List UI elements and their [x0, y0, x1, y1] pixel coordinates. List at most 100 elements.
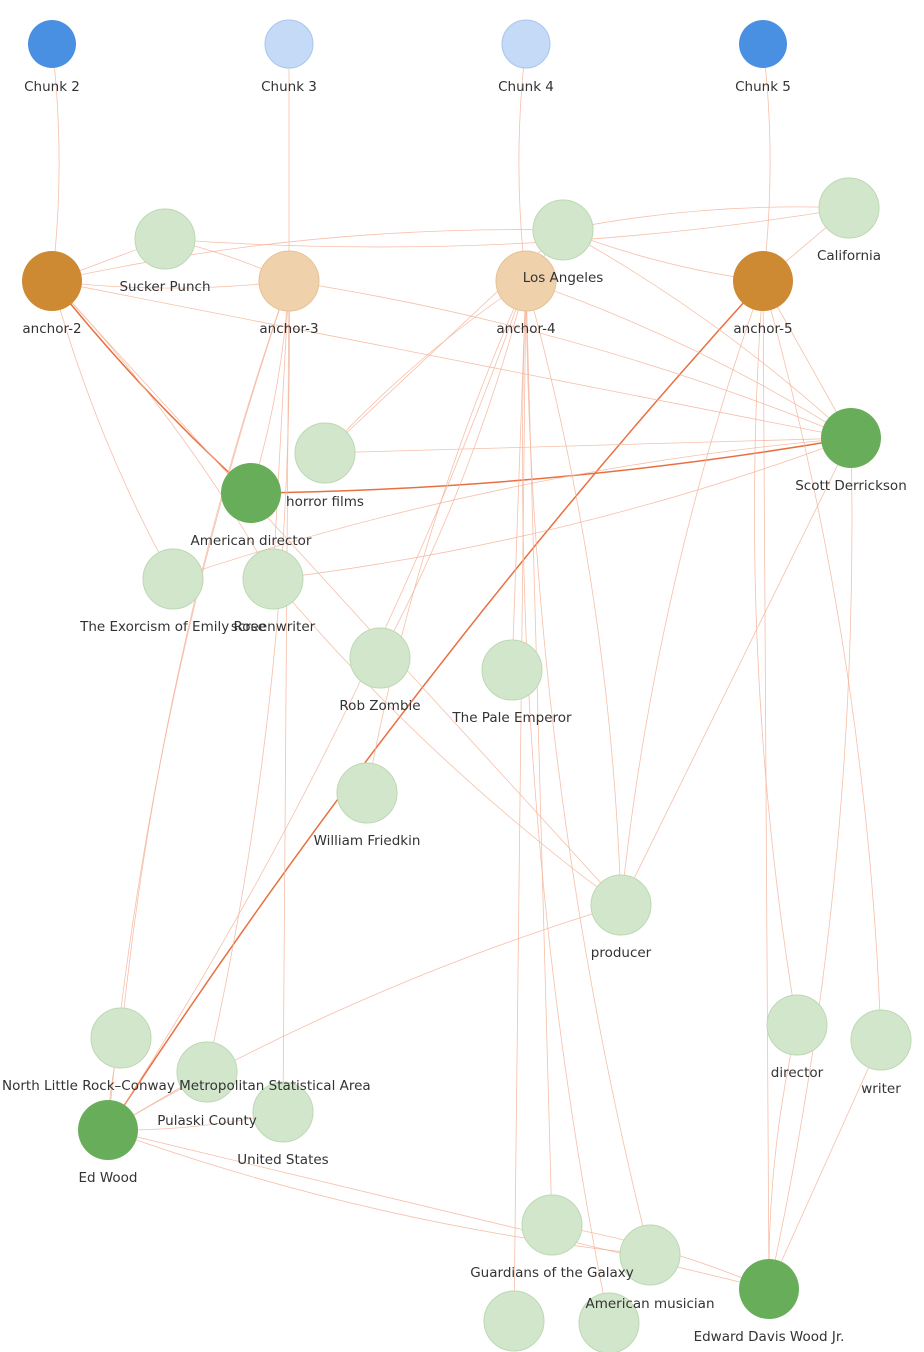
edge-los-angeles-california [562, 206, 850, 231]
edge-edward-davis-wood-writer [768, 1039, 882, 1290]
label-director: director [771, 1065, 824, 1081]
edge-anchor-5-edward-davis-wood [762, 280, 770, 1290]
edge-anchor-3-scott-derrickson [288, 280, 852, 439]
label-exorcism: The Exorcism of Emily Rose [79, 619, 266, 635]
edge-sucker-punch-california [164, 207, 850, 248]
node-pulaski-county[interactable] [176, 1041, 238, 1103]
label-american-director: American director [191, 533, 312, 549]
edge-scott-derrickson-edward-davis-wood [768, 437, 853, 1290]
node-pale-emperor[interactable] [481, 639, 543, 701]
label-anchor-2: anchor-2 [22, 321, 81, 337]
label-william-friedkin: William Friedkin [314, 833, 421, 849]
label-guardians: Guardians of the Galaxy [470, 1265, 634, 1281]
edge-anchor-3-united-states [282, 280, 290, 1113]
label-rob-zombie: Rob Zombie [339, 698, 420, 714]
edge-anchor-2-producer [51, 280, 622, 906]
label-california: California [817, 248, 881, 264]
node-guardians[interactable] [521, 1194, 583, 1256]
label-los-angeles: Los Angeles [523, 270, 604, 286]
node-united-states[interactable] [252, 1081, 314, 1143]
label-horror-films: horror films [286, 494, 364, 510]
edge-anchor-4-horror-films [324, 280, 527, 454]
node-william-friedkin[interactable] [336, 762, 398, 824]
edge-anchor-4-producer [525, 280, 622, 906]
node-scott-derrickson[interactable] [821, 408, 881, 468]
node-american-director[interactable] [221, 463, 281, 523]
edge-anchor-4-william-friedkin [366, 280, 527, 794]
node-anchor-4[interactable] [495, 250, 557, 312]
edge-anchor-2-los-angeles [51, 229, 564, 282]
label-pale-emperor: The Pale Emperor [451, 710, 572, 726]
label-anchor-4: anchor-4 [496, 321, 555, 337]
node-los-angeles[interactable] [532, 199, 594, 261]
label-chunk-4: Chunk 4 [498, 79, 554, 95]
label-nlr-msa: North Little Rock–Conway Metropolitan St… [2, 1078, 371, 1094]
edge-scott-derrickson-screenwriter [272, 437, 852, 580]
edge-scott-derrickson-los-angeles [562, 229, 852, 439]
label-sucker-punch: Sucker Punch [119, 279, 210, 295]
node-chunk-4[interactable] [501, 19, 551, 69]
node-screenwriter[interactable] [242, 548, 304, 610]
label-anchor-3: anchor-3 [259, 321, 318, 337]
node-nlr-msa[interactable] [90, 1007, 152, 1069]
node-american-musician[interactable] [619, 1224, 681, 1286]
edge-anchor-2-scott-derrickson [51, 280, 852, 439]
node-writer[interactable] [850, 1009, 912, 1071]
node-anchor-5[interactable] [733, 251, 793, 311]
edge-anchor-3-pulaski-county [206, 280, 290, 1073]
label-edward-davis-wood: Edward Davis Wood Jr. [694, 1329, 845, 1345]
label-chunk-3: Chunk 3 [261, 79, 317, 95]
label-ed-wood: Ed Wood [78, 1170, 137, 1186]
label-united-states: United States [237, 1152, 328, 1168]
label-pulaski-county: Pulaski County [157, 1113, 256, 1129]
label-scott-derrickson: Scott Derrickson [795, 478, 907, 494]
node-chunk-5[interactable] [739, 20, 787, 68]
label-american-musician: American musician [585, 1296, 714, 1312]
edge-anchor-5-director [754, 280, 798, 1026]
node-chunk-2[interactable] [28, 20, 76, 68]
edge-anchor-2-american-director [51, 280, 252, 494]
edge-anchor-4-scott-derrickson [525, 280, 852, 439]
edge-anchor-4-rob-zombie [379, 280, 527, 659]
node-anchor-2[interactable] [22, 251, 82, 311]
node-director[interactable] [766, 994, 828, 1056]
edge-american-director-scott-derrickson [250, 437, 852, 494]
node-horror-films[interactable] [294, 422, 356, 484]
node-edward-davis-wood[interactable] [739, 1259, 799, 1319]
edge-edward-davis-wood-director [768, 1024, 798, 1290]
label-screenwriter: screenwriter [231, 619, 316, 635]
edge-anchor-5-ed-wood [107, 280, 764, 1131]
node-unlabeled-2[interactable] [578, 1292, 640, 1352]
node-chunk-3[interactable] [264, 19, 314, 69]
node-rob-zombie[interactable] [349, 627, 411, 689]
label-writer: writer [861, 1081, 901, 1097]
edge-screenwriter-producer [272, 578, 622, 906]
edge-scott-derrickson-horror-films [324, 437, 852, 454]
edge-anchor-5-writer [762, 280, 882, 1041]
node-sucker-punch[interactable] [134, 208, 196, 270]
edge-anchor-3-screenwriter [272, 280, 290, 580]
edge-anchor-5-producer [620, 280, 764, 906]
label-anchor-5: anchor-5 [733, 321, 792, 337]
edge-anchor-2-exorcism [51, 280, 174, 580]
edge-anchor-4-unlabeled-1 [513, 280, 527, 1322]
label-chunk-2: Chunk 2 [24, 79, 80, 95]
node-exorcism[interactable] [142, 548, 204, 610]
node-producer[interactable] [590, 874, 652, 936]
node-ed-wood[interactable] [78, 1100, 138, 1160]
edge-ed-wood-producer [107, 904, 622, 1131]
nodes-layer [22, 19, 912, 1352]
edge-anchor-3-nlr-msa [120, 280, 290, 1039]
edge-scott-derrickson-producer [620, 437, 852, 906]
edge-anchor-4-guardians [525, 280, 553, 1226]
edge-anchor-3-ed-wood [107, 280, 290, 1131]
label-chunk-5: Chunk 5 [735, 79, 791, 95]
edge-anchor-4-unlabeled-2 [522, 280, 610, 1324]
labels-layer: Chunk 2 Chunk 3 Chunk 4 Chunk 5 anchor-2 anch… [2, 79, 907, 1345]
node-unlabeled-1[interactable] [483, 1290, 545, 1352]
node-california[interactable] [818, 177, 880, 239]
edge-anchor-4-american-musician [525, 280, 651, 1256]
node-anchor-3[interactable] [258, 250, 320, 312]
edge-anchor-4-ed-wood [107, 280, 527, 1131]
